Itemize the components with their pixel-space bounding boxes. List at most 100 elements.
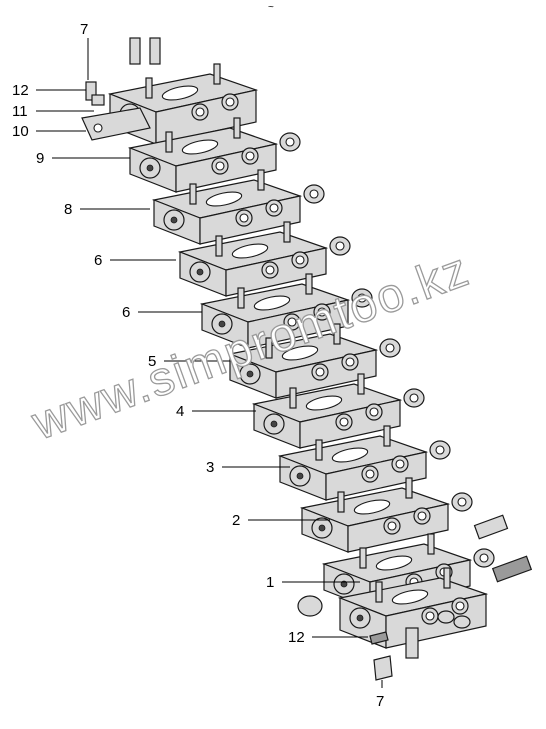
relief-plug-hex bbox=[479, 553, 489, 563]
relief-plug-hex bbox=[409, 393, 419, 403]
callout-4: 4 bbox=[176, 403, 184, 420]
relief-plug-hex bbox=[335, 241, 345, 251]
leader-lines bbox=[36, 38, 383, 688]
callout-5: 5 bbox=[148, 353, 156, 370]
callout-2: 2 bbox=[232, 512, 240, 529]
callout-11: 11 bbox=[12, 103, 28, 120]
tie-rod-segment-right bbox=[305, 273, 313, 295]
port-a bbox=[215, 161, 225, 171]
relief-plug-hex bbox=[385, 343, 395, 353]
port-b bbox=[245, 151, 255, 161]
section-oring-groove bbox=[181, 139, 219, 155]
tie-rod-segment-left bbox=[315, 439, 323, 461]
callout-6-b: 6 bbox=[122, 304, 130, 321]
tie-rod-segment-right bbox=[257, 169, 265, 191]
tie-rod-segment-left bbox=[237, 287, 245, 309]
port-a bbox=[339, 417, 349, 427]
port-b bbox=[295, 255, 305, 265]
port-b bbox=[225, 97, 235, 107]
tie-rod-segment-right bbox=[357, 373, 365, 395]
port-b bbox=[369, 407, 379, 417]
callout-6-a: 6 bbox=[94, 252, 102, 269]
washer-bottom bbox=[369, 631, 389, 645]
callout-3: 3 bbox=[206, 459, 214, 476]
tie-rod-nut-top bbox=[85, 81, 97, 101]
section-oring-groove bbox=[253, 295, 291, 311]
nut-bottom bbox=[373, 655, 393, 681]
port-b bbox=[269, 203, 279, 213]
relief-plug-hex bbox=[357, 293, 367, 303]
port-a bbox=[287, 317, 297, 327]
section-oring-groove bbox=[231, 243, 269, 259]
valve-section-4 bbox=[251, 373, 425, 449]
washer-bottom-right-b bbox=[453, 615, 471, 629]
port-b bbox=[417, 511, 427, 521]
port-a bbox=[365, 469, 375, 479]
washer-top bbox=[91, 94, 105, 106]
port-a bbox=[315, 367, 325, 377]
spool-bore bbox=[246, 370, 254, 378]
relief-plug-hex bbox=[309, 189, 319, 199]
tie-rod-segment-right bbox=[233, 117, 241, 139]
port-a bbox=[387, 521, 397, 531]
callout-12-top: 12 bbox=[12, 82, 29, 99]
callout-8: 8 bbox=[64, 201, 72, 218]
tie-rod-segment-right bbox=[383, 425, 391, 447]
callout-9: 9 bbox=[36, 150, 44, 167]
section-oring-groove bbox=[331, 447, 369, 463]
relief-plug-hex bbox=[457, 497, 467, 507]
tie-rod-segment-left bbox=[189, 183, 197, 205]
relief-plug-hex bbox=[285, 137, 295, 147]
relief-plug-hex bbox=[435, 445, 445, 455]
section-oring-groove bbox=[205, 191, 243, 207]
fitting-inlet bbox=[491, 555, 533, 583]
spool-bore bbox=[296, 472, 304, 480]
bottom-hardware bbox=[297, 514, 533, 681]
washer-bottom-right-a bbox=[437, 610, 455, 624]
tie-rod-segment-left bbox=[289, 387, 297, 409]
tie-rod-segment-left bbox=[265, 337, 273, 359]
tie-rod-segment-right bbox=[427, 533, 435, 555]
port-a bbox=[265, 265, 275, 275]
section-oring-groove bbox=[391, 589, 429, 605]
port-b bbox=[317, 307, 327, 317]
tie-rod-segment-left bbox=[337, 491, 345, 513]
valve-sections bbox=[107, 63, 495, 649]
tie-rod-top-right bbox=[149, 37, 161, 65]
callout-10: 10 bbox=[12, 123, 29, 140]
plug-bottom-left bbox=[297, 595, 323, 617]
callout-1: 1 bbox=[266, 574, 274, 591]
callout-7-bot: 7 bbox=[376, 693, 384, 710]
tie-rod-segment-right bbox=[213, 63, 221, 85]
header-mark: ~ bbox=[268, 2, 274, 13]
port-b bbox=[455, 601, 465, 611]
callout-labels: 7 12 11 10 9 8 6 6 5 4 3 2 1 12 7 bbox=[12, 21, 384, 710]
tie-rod-segment-left bbox=[215, 235, 223, 257]
port-a bbox=[239, 213, 249, 223]
spool-bore bbox=[270, 420, 278, 428]
tie-rod-segment-left bbox=[359, 547, 367, 569]
section-oring-groove bbox=[305, 395, 343, 411]
tie-rod-stub-bottom bbox=[405, 627, 419, 659]
port-a bbox=[425, 611, 435, 621]
valve-section-8 bbox=[151, 169, 325, 245]
spool-bore bbox=[196, 268, 204, 276]
bracket-hole bbox=[93, 123, 103, 133]
port-b bbox=[395, 459, 405, 469]
spool-bore bbox=[146, 164, 154, 172]
tie-rod-segment-right bbox=[283, 221, 291, 243]
section-oring-groove bbox=[353, 499, 391, 515]
valve-section-5 bbox=[227, 323, 401, 399]
section-oring-groove bbox=[375, 555, 413, 571]
fitting-port bbox=[473, 514, 509, 540]
spool-bore bbox=[356, 614, 364, 622]
callout-7-top: 7 bbox=[80, 21, 88, 38]
valve-section-3 bbox=[277, 425, 451, 501]
tie-rod-segment-right bbox=[405, 477, 413, 499]
tie-rod-segment-left bbox=[165, 131, 173, 153]
section-oring-groove bbox=[161, 85, 199, 101]
tie-rod-segment-left bbox=[145, 77, 153, 99]
valve-section-9 bbox=[127, 117, 301, 193]
